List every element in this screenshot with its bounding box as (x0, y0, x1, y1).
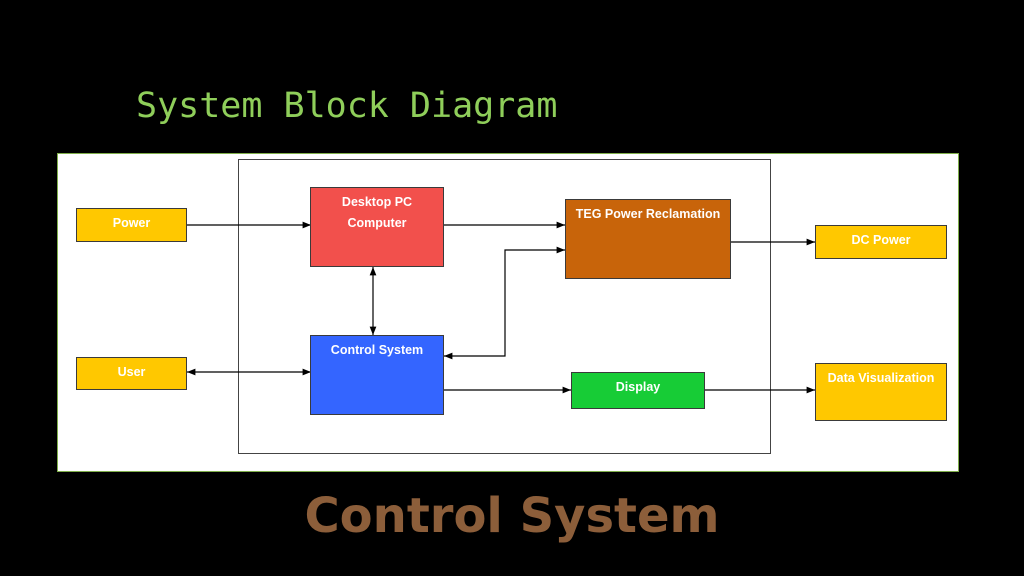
control-system-label: Control System (330, 343, 424, 357)
user-block: User (76, 357, 187, 390)
desktop-pc-label-line2: Computer (347, 216, 407, 230)
teg-power-reclamation-block: TEG Power Reclamation (565, 199, 731, 279)
display-label: Display (615, 380, 661, 394)
footer-title: Control System (304, 488, 720, 544)
teg-label: TEG Power Reclamation (575, 207, 721, 221)
power-block: Power (76, 208, 187, 242)
system-boundary-frame (238, 159, 771, 454)
display-block: Display (571, 372, 705, 409)
arrow-teg-control (444, 246, 565, 360)
dc-power-label: DC Power (851, 233, 911, 247)
data-visualization-block: Data Visualization (815, 363, 947, 421)
user-label: User (117, 365, 146, 379)
data-visualization-label: Data Visualization (827, 371, 935, 385)
desktop-pc-block: Desktop PC Computer (310, 187, 444, 267)
control-system-block: Control System (310, 335, 444, 415)
dc-power-block: DC Power (815, 225, 947, 259)
slide-title: System Block Diagram (136, 86, 558, 126)
desktop-pc-label-line1: Desktop PC (341, 195, 413, 209)
power-label: Power (112, 216, 151, 230)
